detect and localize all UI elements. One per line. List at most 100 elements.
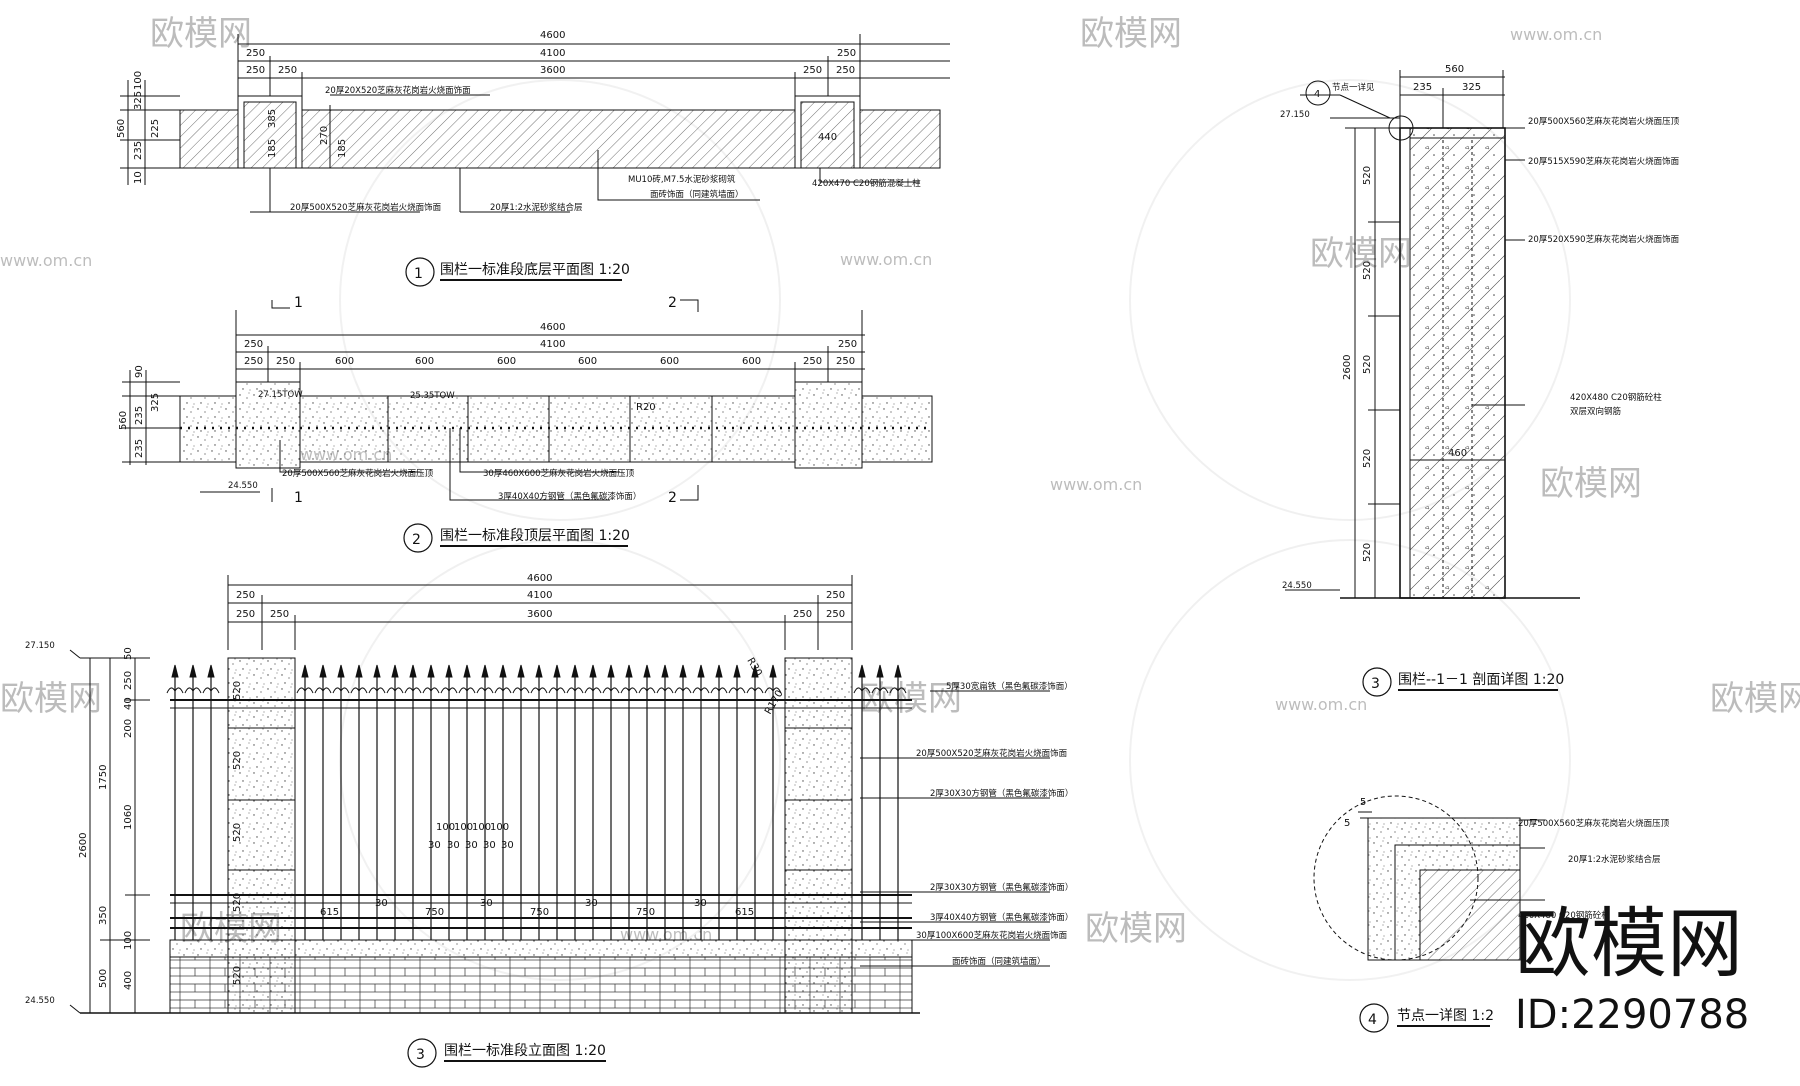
watermark-brand-7: 欧模网 bbox=[1710, 679, 1800, 719]
pt-left-2: 235 bbox=[134, 406, 145, 425]
pt-dim-inner-9: 250 bbox=[836, 356, 855, 367]
el-h-100: 100 bbox=[123, 931, 134, 950]
sec-note-0: 20厚500X560芝麻灰花岗岩火烧面压顶 bbox=[1528, 116, 1680, 127]
watermark-site-3: www.om.cn bbox=[0, 251, 92, 270]
bottom-dim-6: 750 bbox=[636, 907, 655, 918]
el-h-50: 50 bbox=[123, 647, 134, 660]
radius-1: R170 bbox=[763, 688, 786, 716]
sec-dim-1: 235 bbox=[1413, 82, 1432, 93]
bar-w-0: 30 bbox=[428, 840, 441, 851]
picket-spear bbox=[319, 664, 327, 678]
sec-note-1: 20厚515X590芝麻灰花岗岩火烧面饰面 bbox=[1528, 156, 1680, 167]
dim-left-2: 225 bbox=[150, 119, 161, 138]
pt-dim-inner-2: 600 bbox=[335, 356, 354, 367]
bottom-dim-1: 30 bbox=[375, 898, 388, 909]
node-detail-view bbox=[1313, 795, 1545, 961]
view-number-3: 3 bbox=[416, 1047, 425, 1063]
plan-top-view bbox=[122, 299, 933, 502]
picket-spear bbox=[553, 664, 561, 678]
picket-spear bbox=[751, 664, 759, 678]
elevation-view bbox=[69, 575, 1050, 1014]
sec-dim-2: 325 bbox=[1462, 82, 1481, 93]
elev-0: 27.15TOW bbox=[258, 390, 303, 400]
section-mark-0: 1 bbox=[294, 295, 303, 311]
picket-scroll bbox=[746, 687, 764, 694]
picket-scroll bbox=[584, 687, 602, 694]
bar-w-3: 30 bbox=[483, 840, 496, 851]
el-dim-mid-1: 4100 bbox=[527, 590, 552, 601]
bottom-dim-5: 30 bbox=[585, 898, 598, 909]
bottom-dim-7: 30 bbox=[694, 898, 707, 909]
picket-spear bbox=[517, 664, 525, 678]
pt-dim-inner-4: 600 bbox=[497, 356, 516, 367]
fence-pickets bbox=[166, 664, 907, 940]
note-3: 420X470 C20钢筋混凝土柱 bbox=[812, 178, 921, 189]
watermark-brand-4: 欧模网 bbox=[1540, 464, 1642, 504]
bar-w-1: 30 bbox=[447, 840, 460, 851]
picket-scroll bbox=[332, 687, 350, 694]
picket-scroll bbox=[548, 687, 566, 694]
level-top: 27.150 bbox=[25, 641, 55, 651]
node-dim-1: 5 bbox=[1344, 818, 1350, 829]
watermark-site-4: www.om.cn bbox=[840, 250, 932, 269]
watermark-layer: 欧模网 www.om.cn 欧模网 www.om.cn www.om.cn 欧模… bbox=[0, 14, 1800, 981]
node-note-2: 420X480 C20钢筋砼柱 bbox=[1518, 910, 1610, 921]
el-dim-inner-0: 250 bbox=[236, 609, 255, 620]
node-dim-0: 5 bbox=[1360, 797, 1366, 808]
plan-top-labels: 4600 250 4100 250 250 250 600 600 600 60… bbox=[118, 295, 857, 553]
section-view bbox=[1285, 70, 1580, 599]
picket-spear bbox=[427, 664, 435, 678]
picket-scroll bbox=[889, 687, 907, 694]
sec-level-top: 27.150 bbox=[1280, 110, 1310, 120]
dim-overall: 560 bbox=[116, 119, 127, 138]
brand-logo: 欧模网 bbox=[1515, 899, 1743, 988]
view-title-3: 围栏一标准段立面图 1:20 bbox=[444, 1043, 606, 1059]
el-h-40: 40 bbox=[123, 697, 134, 710]
picket-spear bbox=[355, 664, 363, 678]
bottom-dim-4: 750 bbox=[530, 907, 549, 918]
picket-scroll bbox=[296, 687, 314, 694]
bar-w-2: 30 bbox=[465, 840, 478, 851]
bar-w-4: 30 bbox=[501, 840, 514, 851]
picket-scroll bbox=[692, 687, 710, 694]
picket-scroll bbox=[404, 687, 422, 694]
plan-bottom-labels: 4600 250 4100 250 250 250 3600 250 250 5… bbox=[116, 30, 921, 287]
el-h-350: 350 bbox=[98, 906, 109, 925]
picket-scroll bbox=[368, 687, 386, 694]
picket-scroll bbox=[476, 687, 494, 694]
sec-seg-2: 520 bbox=[1362, 355, 1373, 374]
picket-spear bbox=[697, 664, 705, 678]
pt-dim-mid-2: 250 bbox=[838, 339, 857, 350]
plan-bottom-view bbox=[120, 34, 950, 213]
model-id: ID:2290788 bbox=[1515, 992, 1749, 1038]
watermark-brand-5: 欧模网 bbox=[0, 679, 102, 719]
post-size: 440 bbox=[818, 132, 837, 143]
el-h-1750: 1750 bbox=[98, 765, 109, 790]
dim-mid-0: 250 bbox=[246, 48, 265, 59]
pt-left-0: 90 bbox=[134, 365, 145, 378]
sec-height: 2600 bbox=[1342, 355, 1353, 380]
el-h-total: 2600 bbox=[78, 833, 89, 858]
pt-dim-inner-5: 600 bbox=[578, 356, 597, 367]
post-dim-0: 520 bbox=[232, 681, 243, 700]
note-5: 20厚1:2水泥砂浆结合层 bbox=[490, 202, 583, 213]
picket-scroll bbox=[512, 687, 530, 694]
picket-scroll bbox=[620, 687, 638, 694]
el-dim-total: 4600 bbox=[527, 573, 552, 584]
node-ref: 节点一详见 bbox=[1332, 82, 1375, 93]
picket-spear bbox=[207, 664, 215, 678]
el-note-4: 3厚40X40方钢管（黑色氟碳漆饰面） bbox=[930, 912, 1073, 923]
radius-0: R30 bbox=[744, 656, 763, 679]
picket-scroll bbox=[728, 687, 746, 694]
pt-dim-inner-6: 600 bbox=[660, 356, 679, 367]
post-dim-1: 185 bbox=[267, 139, 278, 158]
el-h-1060: 1060 bbox=[123, 805, 134, 830]
pt-left-3: 235 bbox=[134, 439, 145, 458]
picket-spear bbox=[499, 664, 507, 678]
section-mark-2: 1 bbox=[294, 490, 303, 506]
picket-spear bbox=[571, 664, 579, 678]
node-detail-labels: 5 5 20厚500X560芝麻灰花岗岩火烧面压顶 20厚1:2水泥砂浆结合层 … bbox=[1344, 797, 1670, 1033]
dim-inner-4: 250 bbox=[836, 65, 855, 76]
bottom-dim-0: 615 bbox=[320, 907, 339, 918]
el-note-1: 20厚500X520芝麻灰花岗岩火烧面饰面 bbox=[916, 748, 1068, 759]
